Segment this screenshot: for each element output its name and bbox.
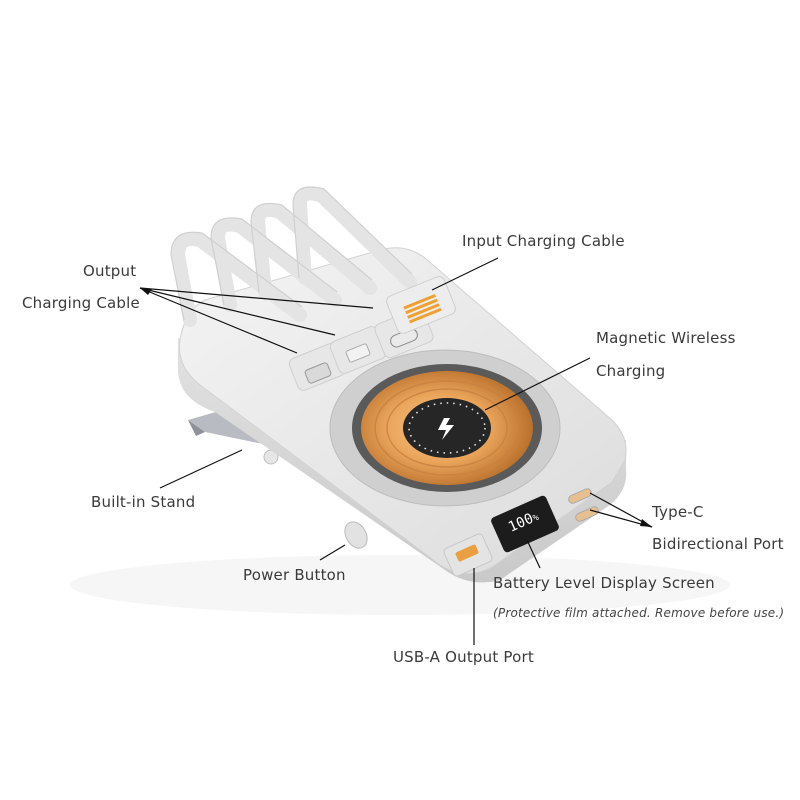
input-connector bbox=[386, 276, 456, 334]
leader-arrowheads bbox=[140, 288, 652, 527]
label-power-button: Power Button bbox=[243, 566, 346, 584]
power-button-graphic bbox=[344, 521, 368, 549]
label-battery-display: Battery Level Display Screen bbox=[493, 574, 715, 592]
cable-loop-edges bbox=[170, 186, 413, 321]
label-output: Output bbox=[83, 262, 137, 280]
label-type-c: Type-C bbox=[652, 503, 704, 521]
stand-graphic bbox=[188, 405, 279, 465]
label-usb-a-output: USB-A Output Port bbox=[393, 648, 534, 666]
leader-lines bbox=[139, 257, 653, 645]
floor-shadow bbox=[70, 555, 730, 615]
label-bidirectional-port: Bidirectional Port bbox=[652, 535, 784, 553]
wireless-pad bbox=[329, 349, 561, 507]
cable-loops bbox=[170, 186, 417, 327]
label-output-charging-cable: Charging Cable bbox=[22, 294, 140, 312]
lightning-icon bbox=[438, 418, 454, 440]
label-charging: Charging bbox=[596, 362, 666, 380]
label-display-note: (Protective film attached. Remove before… bbox=[493, 606, 785, 620]
label-input-charging-cable: Input Charging Cable bbox=[462, 232, 625, 250]
label-magnetic-wireless: Magnetic Wireless bbox=[596, 329, 736, 347]
label-built-in-stand: Built-in Stand bbox=[91, 493, 196, 511]
